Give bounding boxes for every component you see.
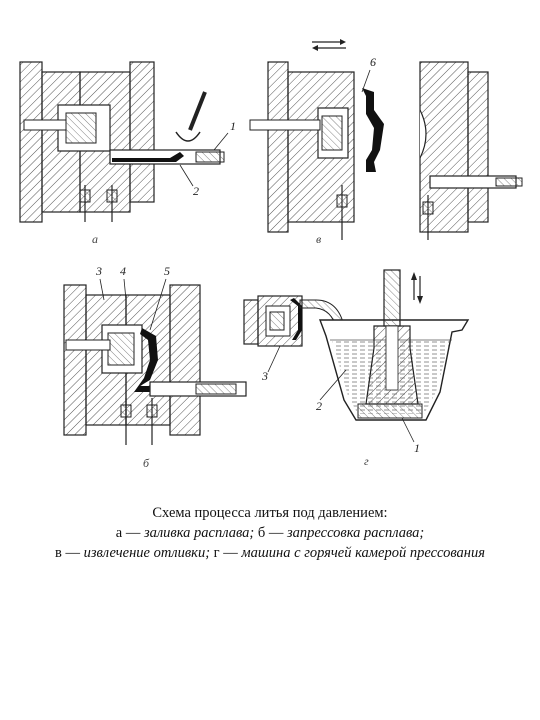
part-label-g1: 1 <box>414 441 420 455</box>
melt-a <box>112 152 184 162</box>
part-label-b5: 5 <box>164 264 170 278</box>
fixed-plate-b <box>63 284 87 436</box>
caption-line-2: в — извлечение отливки; г — машина с гор… <box>20 543 520 563</box>
casting-g <box>290 298 302 340</box>
fixed-plate-a <box>19 61 43 223</box>
part-label-g2: 2 <box>316 399 322 413</box>
part-label-a2: 2 <box>193 184 199 198</box>
arrowhead-down-g <box>417 296 423 304</box>
die-casting-diagram: 1 2 а 6 в <box>19 39 523 470</box>
casting-v <box>362 88 384 172</box>
plunger-a <box>195 151 225 163</box>
pin-head-v2 <box>422 201 434 215</box>
sublabel-b: б <box>143 456 150 470</box>
caption-b-key: б — <box>257 525 287 541</box>
part-label-g3: 3 <box>261 369 268 383</box>
die-core-g <box>269 311 285 331</box>
leader-v6 <box>361 69 371 93</box>
caption-title: Схема процесса литья под давлением: <box>152 505 388 521</box>
diagram-a: 1 2 а <box>19 61 236 246</box>
caption-g-key: г — <box>213 545 242 561</box>
plunger-rod-g <box>383 269 401 327</box>
part-label-b4: 4 <box>120 264 126 278</box>
caption-a-text: заливка расплава; <box>143 525 258 541</box>
ejector-rod-v <box>249 119 321 131</box>
pin-head-a1 <box>79 189 91 203</box>
arrowhead-left-v <box>312 45 318 51</box>
ejector-rod-b <box>65 339 111 351</box>
moving-plate-b <box>169 284 201 436</box>
moving-plate-v <box>467 71 489 223</box>
leader-b3 <box>99 278 105 301</box>
part-label-v6: 6 <box>370 55 376 69</box>
fixed-plate-v <box>267 61 289 233</box>
plunger-v <box>495 177 523 187</box>
leader-b4 <box>123 278 127 301</box>
arrowhead-up-g <box>411 272 417 280</box>
arrowhead-right-v <box>340 39 346 45</box>
part-label-b3: 3 <box>95 264 102 278</box>
pin-head-b2 <box>146 404 158 418</box>
caption-g-text: машина с горячей камерой прессования <box>241 545 485 561</box>
core-b <box>107 332 135 366</box>
die-plate-g <box>243 299 259 345</box>
cavity-recess-v <box>419 109 427 159</box>
caption-v-key: в — <box>54 545 84 561</box>
part-label-a1: 1 <box>230 119 236 133</box>
pin-head-v <box>336 194 348 208</box>
leader-a1 <box>213 132 229 151</box>
caption-v-text: извлечение отливки; <box>83 545 214 561</box>
melt-b <box>134 328 166 392</box>
ladle-handle-a <box>188 91 207 131</box>
leader-a2 <box>179 164 194 187</box>
diagram-b: 3 4 5 б <box>63 264 247 470</box>
ejector-rod-a <box>23 119 67 131</box>
caption-a-key: а — <box>115 525 144 541</box>
leader-g1 <box>401 417 415 443</box>
leader-g3 <box>267 345 281 373</box>
moving-plate-a <box>129 61 155 203</box>
chamber-bore-g <box>385 325 399 391</box>
caption-b-text: запрессовка расплава; <box>287 525 425 541</box>
sublabel-v: в <box>316 232 321 246</box>
pin-head-b1 <box>120 404 132 418</box>
core-a <box>65 112 97 144</box>
leader-b5 <box>149 278 167 331</box>
leader-g2 <box>319 369 347 401</box>
core-v <box>321 115 343 151</box>
plunger-b <box>195 383 237 395</box>
caption-line-1: а — заливка расплава; б — запрессовка ра… <box>20 523 520 543</box>
figure-caption: Схема процесса литья под давлением: а — … <box>20 503 520 563</box>
chamber-base-g <box>357 403 423 419</box>
diagram-g: 3 2 1 г <box>243 269 470 468</box>
ladle-a <box>175 131 201 142</box>
diagram-v: 6 в <box>249 39 523 246</box>
sublabel-a: а <box>92 232 98 246</box>
sublabel-g: г <box>364 454 369 468</box>
pin-head-a2 <box>106 189 118 203</box>
